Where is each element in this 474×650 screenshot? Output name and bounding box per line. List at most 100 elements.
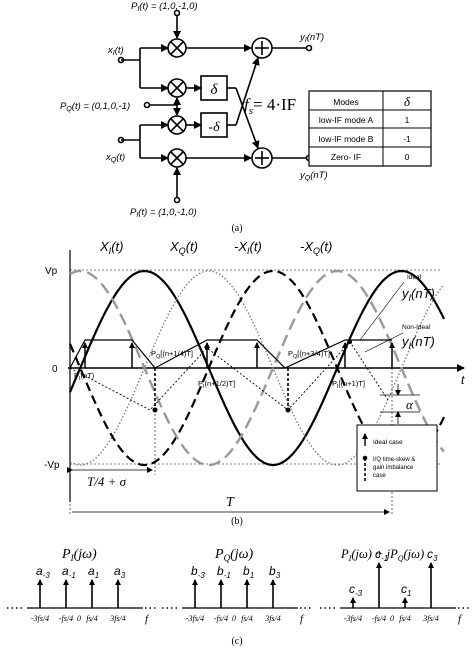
period-t-label: T <box>226 495 235 510</box>
vp-label: Vp <box>45 266 58 277</box>
spectrum-title-pq: PQ(jω) <box>214 547 253 563</box>
xq-label: xQ(t) <box>105 152 125 164</box>
zero-label: 0 <box>52 364 58 375</box>
fs-equation: fs= 4·IF <box>244 95 296 117</box>
pq-node <box>143 101 151 109</box>
table-header-modes: Modes <box>333 97 359 107</box>
modes-table: Modes δ low-IF mode A 1 low-IF mode B -1… <box>308 90 432 167</box>
spectrum-coefficient-label: b-3 <box>191 564 205 580</box>
spectrum-coefficient-label: b1 <box>243 564 254 580</box>
sample-label-pq-quarter: PQ[(n+1/4)T] <box>151 349 193 360</box>
caption-a: (a) <box>231 223 242 234</box>
spectrum-tick-label: 0 <box>77 614 81 623</box>
delta-block <box>200 75 228 101</box>
non-ideal-label: Non-Ideal <box>402 324 431 331</box>
spectrum-f-label: f <box>300 613 305 625</box>
xq-curve <box>69 270 445 466</box>
ideal-output-line <box>69 339 392 369</box>
spectrum-tick-label: 0 <box>232 614 236 623</box>
neg-xi-curve-label: -XI(t) <box>234 239 262 256</box>
delta-symbol: δ <box>211 82 219 98</box>
nonideal-dot-2 <box>285 407 291 413</box>
multiplier-4 <box>167 148 187 168</box>
spectrum-tick-label: 3fs/4 <box>422 614 439 623</box>
multiplier-2 <box>167 78 187 98</box>
pi-bottom-label: PI(t) = (1,0,-1,0) <box>130 207 197 219</box>
yi-output-node <box>305 44 313 52</box>
spectrum-tick-label: -fs/4 <box>59 614 73 623</box>
sample-label-pi-n: PI(nT) <box>74 371 95 382</box>
spectrum-tick-label: -3fs/4 <box>186 614 204 623</box>
table-row-mode-b-value: -1 <box>403 134 411 144</box>
spectrum-coefficient-label: c-1 <box>375 547 388 563</box>
spectrum-coefficient-label: b-1 <box>217 564 231 580</box>
sample-label-pq-three-quarter: PQ[(n+3/4)T] <box>288 349 330 360</box>
pi-top-label: PI(t) = (1,0,-1,0) <box>131 1 198 13</box>
nonideal-yi-label: yI(nT) <box>401 334 435 351</box>
yi-label: yI(nT) <box>299 32 324 44</box>
legend-ideal-case: Ideal case <box>373 439 403 446</box>
spectrum-tick-label: -3fs/4 <box>31 614 49 623</box>
table-row-zero-if-value: 0 <box>405 152 410 162</box>
legend-nonideal-line3: case <box>373 473 386 479</box>
pq-label: PQ(t) = (0,1,0,-1) <box>60 101 130 113</box>
spectrum-tick-label: -3fs/4 <box>344 614 362 623</box>
table-header-delta: δ <box>404 94 411 109</box>
spectrum-coefficient-label: c1 <box>401 582 411 598</box>
spectrum-coefficient-label: a-1 <box>62 564 76 580</box>
table-row-mode-a-value: 1 <box>405 115 410 125</box>
adder-bottom <box>251 147 273 169</box>
pi-top-node <box>173 9 181 17</box>
t4-sigma-label: T/4 + σ <box>87 474 127 489</box>
table-row-mode-a: low-IF mode A <box>319 115 374 125</box>
caption-c: (c) <box>231 636 242 647</box>
spectrum-tick-label: 3fs/4 <box>264 614 281 623</box>
spectrum-coefficient-label: a3 <box>114 564 126 580</box>
xq-curve-label: XQ(t) <box>169 239 198 256</box>
nonideal-dot-4 <box>348 340 352 344</box>
xi-label: xI(t) <box>107 45 124 57</box>
spectrum-f-label: f <box>145 613 150 625</box>
yq-label: yQ(nT) <box>299 170 328 182</box>
panel-c-spectra: f -3fs/4 -fs/4 0 fs/4 3fs/4 a-3 a-1 a1 a3 f -3fs/4 -… <box>7 547 470 625</box>
spectrum-tick-label: fs/4 <box>241 614 253 623</box>
table-row-zero-if: Zero- IF <box>331 152 361 162</box>
adder-top <box>251 37 273 59</box>
spectrum-tick-label: -fs/4 <box>372 614 386 623</box>
spectrum-tick-label: 3fs/4 <box>109 614 126 623</box>
xi-curve <box>68 269 445 467</box>
t-axis-label: t <box>461 373 465 387</box>
legend-nonideal-line1: I/Q time-skew & <box>373 457 415 463</box>
spectrum-coefficient-label: c-3 <box>349 582 363 598</box>
legend-box <box>356 424 438 492</box>
spectrum-title-pi: PI(jω) <box>61 547 97 563</box>
multiplier-3 <box>167 115 187 135</box>
caption-b: (b) <box>231 516 243 527</box>
spectrum-tick-label: fs/4 <box>86 614 98 623</box>
multiplier-1 <box>167 38 187 58</box>
sample-label-pi-half: PI(n+1/2)T] <box>198 379 235 390</box>
xi-curve-label: XI(t) <box>99 239 123 256</box>
nonideal-output-line <box>69 341 389 411</box>
panel-a-block-diagram <box>117 9 313 204</box>
spectrum-title-combined: PI(jω) + jPQ(jω) <box>340 547 424 563</box>
spectrum-tick-label: fs/4 <box>399 614 411 623</box>
neg-delta-symbol: -δ <box>208 120 220 135</box>
spectrum-coefficient-label: c3 <box>427 547 438 563</box>
nonideal-sample-markers <box>154 368 289 410</box>
ideal-label: Ideal <box>407 274 422 281</box>
spectrum-coefficient-label: b3 <box>269 564 281 580</box>
spectrum-coefficient-label: a1 <box>88 564 99 580</box>
legend-nonideal-line2: gain imbalance <box>373 465 414 471</box>
spectrum-coefficient-label: a-3 <box>36 564 50 580</box>
spectrum-tick-label: 0 <box>390 614 394 623</box>
ideal-yi-label: yI(nT) <box>401 286 435 303</box>
sample-label-pi-full: PI[(n+1)T] <box>332 379 365 390</box>
nonideal-dot-3 <box>205 346 209 350</box>
alpha-label: α <box>406 397 414 412</box>
spectrum-f-label: f <box>458 613 463 625</box>
spectrum-tick-label: -fs/4 <box>214 614 228 623</box>
table-row-mode-b: low-IF mode B <box>319 134 374 144</box>
pi-bottom-node <box>173 196 181 204</box>
